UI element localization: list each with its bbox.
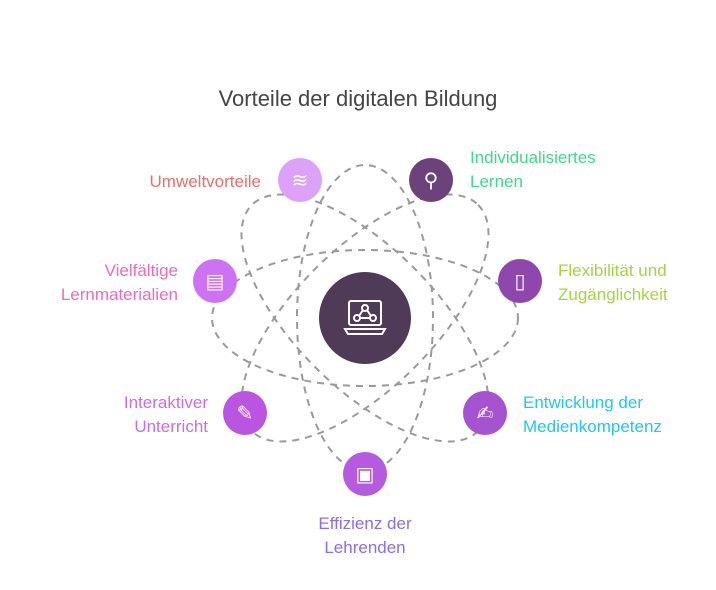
node-3: ▤ bbox=[193, 259, 237, 303]
node-2: ▯ bbox=[498, 259, 542, 303]
book-icon: ▤ bbox=[205, 269, 225, 293]
phone-book-icon: ▯ bbox=[514, 269, 526, 293]
center-hub bbox=[319, 272, 411, 364]
node-1: ⚲ bbox=[409, 158, 453, 202]
tablet-pen-icon: ✎ bbox=[236, 401, 254, 425]
editor-pen-icon: ✍ bbox=[476, 401, 494, 425]
node-4: ✎ bbox=[223, 391, 267, 435]
label-umweltvorteile: Umweltvorteile bbox=[149, 172, 261, 191]
node-5: ✍ bbox=[463, 391, 507, 435]
diagram-title: Vorteile der digitalen Bildung bbox=[218, 86, 498, 111]
orbit-ellipse bbox=[211, 249, 519, 387]
label-interaktiver-unterricht: Interaktiver Unterricht bbox=[123, 393, 208, 436]
node-6: ▣ bbox=[343, 452, 387, 496]
laptop-network-icon bbox=[343, 300, 387, 335]
label-medienkompetenz: Entwicklung der Medienkompetenz bbox=[523, 393, 662, 436]
label-individualisiertes-lernen: Individualisiertes Lernen bbox=[470, 148, 596, 191]
label-effizienz: Effizienz der Lehrenden bbox=[318, 514, 412, 557]
label-flexibilitaet: Flexibilität und Zugänglichkeit bbox=[558, 261, 668, 304]
factory-water-icon: ≋ bbox=[291, 168, 309, 192]
person-walking-icon: ⚲ bbox=[423, 168, 439, 192]
orbit-ellipse bbox=[240, 193, 490, 443]
label-vielfaeltige-lernmaterialien: Vielfältige Lernmaterialien bbox=[60, 261, 178, 304]
node-0: ≋ bbox=[278, 158, 322, 202]
device-book-icon: ▣ bbox=[355, 462, 375, 486]
